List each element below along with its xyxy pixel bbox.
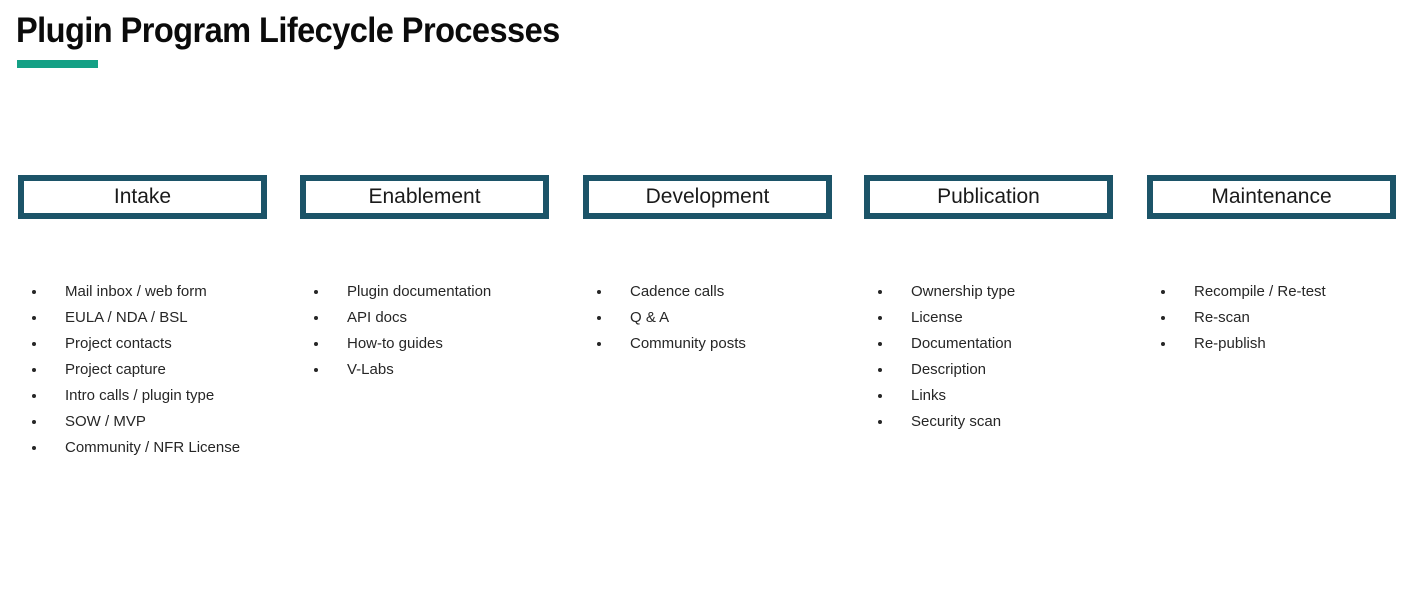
bullet-icon <box>32 342 36 346</box>
list-item: Description <box>864 357 1154 383</box>
bullet-icon <box>878 368 882 372</box>
phase-item-label: Project contacts <box>65 335 172 352</box>
bullet-icon <box>597 316 601 320</box>
phase-item-label: EULA / NDA / BSL <box>65 309 188 326</box>
phase-item-label: Description <box>911 361 987 378</box>
list-item: Links <box>864 383 1154 409</box>
phase-item-label: Re-publish <box>1194 335 1266 352</box>
phase-header-label: Development <box>645 185 770 208</box>
phase-item-label: Mail inbox / web form <box>65 283 207 300</box>
title-accent-bar <box>17 60 98 68</box>
list-item: Re-scan <box>1147 305 1427 331</box>
phase-item-label: Q & A <box>630 309 670 326</box>
phase-header-publication[interactable]: Publication <box>864 175 1113 219</box>
phase-item-label: SOW / MVP <box>65 413 146 430</box>
phase-item-label: Community posts <box>630 335 746 352</box>
list-item: SOW / MVP <box>18 409 308 435</box>
list-item: How-to guides <box>300 331 590 357</box>
phase-item-label: Recompile / Re-test <box>1194 283 1326 300</box>
phase-header-development[interactable]: Development <box>583 175 832 219</box>
phase-item-label: How-to guides <box>347 335 443 352</box>
phase-item-label: Documentation <box>911 335 1012 352</box>
phase-item-label: Security scan <box>911 413 1002 430</box>
phase-item-label: API docs <box>347 309 408 326</box>
phase-item-label: Project capture <box>65 361 166 378</box>
list-item: Recompile / Re-test <box>1147 279 1427 305</box>
list-item: Mail inbox / web form <box>18 279 308 305</box>
bullet-icon <box>32 420 36 424</box>
phase-item-label: Intro calls / plugin type <box>65 387 215 404</box>
phase-item-label: License <box>911 309 963 326</box>
bullet-icon <box>32 290 36 294</box>
bullet-icon <box>314 316 318 320</box>
page-title: Plugin Program Lifecycle Processes <box>16 11 560 50</box>
list-item: Plugin documentation <box>300 279 590 305</box>
list-item: Project capture <box>18 357 308 383</box>
list-item: Ownership type <box>864 279 1154 305</box>
phase-header-label: Maintenance <box>1211 185 1332 208</box>
list-item: Community / NFR License <box>18 435 308 461</box>
bullet-icon <box>32 368 36 372</box>
bullet-icon <box>1161 342 1165 346</box>
phase-header-label: Enablement <box>368 185 481 208</box>
list-item: Project contacts <box>18 331 308 357</box>
list-item: Re-publish <box>1147 331 1427 357</box>
bullet-icon <box>314 342 318 346</box>
list-item: Community posts <box>583 331 873 357</box>
list-item: EULA / NDA / BSL <box>18 305 308 331</box>
bullet-icon <box>314 368 318 372</box>
bullet-icon <box>597 342 601 346</box>
bullet-icon <box>878 394 882 398</box>
list-item: Security scan <box>864 409 1154 435</box>
bullet-icon <box>878 290 882 294</box>
bullet-icon <box>1161 290 1165 294</box>
list-item: Intro calls / plugin type <box>18 383 308 409</box>
bullet-icon <box>32 394 36 398</box>
list-item: API docs <box>300 305 590 331</box>
bullet-icon <box>878 316 882 320</box>
phase-item-label: Ownership type <box>911 283 1016 300</box>
bullet-icon <box>878 420 882 424</box>
bullet-icon <box>878 342 882 346</box>
bullet-icon <box>1161 316 1165 320</box>
list-item: License <box>864 305 1154 331</box>
phase-item-label: Plugin documentation <box>347 283 492 300</box>
list-item: Q & A <box>583 305 873 331</box>
bullet-icon <box>597 290 601 294</box>
phase-header-maintenance[interactable]: Maintenance <box>1147 175 1396 219</box>
phase-header-label: Intake <box>113 185 172 208</box>
phase-item-label: Re-scan <box>1194 309 1250 326</box>
phase-item-label: V-Labs <box>347 361 394 378</box>
phase-item-label: Community / NFR License <box>65 439 241 456</box>
bullet-icon <box>32 446 36 450</box>
phase-header-intake[interactable]: Intake <box>18 175 267 219</box>
phase-item-label: Links <box>911 387 947 404</box>
list-item: V-Labs <box>300 357 590 383</box>
phase-item-list: Cadence calls Q & A Community posts <box>583 279 873 357</box>
list-item: Documentation <box>864 331 1154 357</box>
phase-header-enablement[interactable]: Enablement <box>300 175 549 219</box>
bullet-icon <box>32 316 36 320</box>
list-item: Cadence calls <box>583 279 873 305</box>
phase-item-label: Cadence calls <box>630 283 725 300</box>
bullet-icon <box>314 290 318 294</box>
phase-header-label: Publication <box>937 185 1040 208</box>
